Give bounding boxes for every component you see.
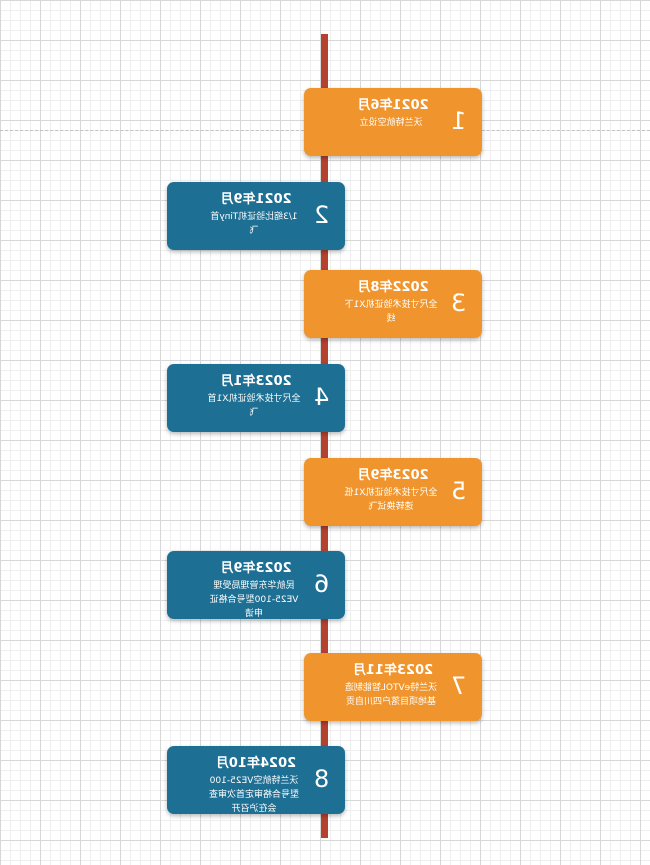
timeline-card-4: 2023年1月 全尺寸技术验证机X1首飞 4 — [167, 364, 345, 432]
timeline-bar — [321, 34, 328, 838]
card-description: 民航华东管理局受理VE25-100型号合格证申请 — [209, 581, 299, 619]
timeline-card-5: 2023年9月 全尺寸技术验证机X1低速转换试飞 5 — [304, 458, 482, 526]
card-description: 全尺寸技术验证机X1低速转换试飞 — [344, 488, 438, 512]
card-description: 全尺寸技术验证机X1首飞 — [207, 394, 301, 418]
card-description: 全尺寸技术验证机X1下线 — [344, 300, 438, 324]
timeline-card-3: 2022年8月 全尺寸技术验证机X1下线 3 — [304, 270, 482, 338]
timeline-card-6: 2023年9月 民航华东管理局受理VE25-100型号合格证申请 6 — [167, 551, 345, 619]
card-number: 8 — [313, 765, 329, 793]
card-description: 沃兰特航空VE25-100型号合格审定首次审查会在沪召开 — [209, 776, 300, 814]
card-description: 沃兰特航空设立 — [359, 118, 423, 128]
card-number: 6 — [313, 570, 329, 598]
card-number: 3 — [450, 289, 466, 317]
card-number: 5 — [450, 477, 466, 505]
timeline-card-8: 2024年10月 沃兰特航空VE25-100型号合格审定首次审查会在沪召开 8 — [167, 746, 345, 814]
timeline-card-2: 2021年9月 1/3缩比验证机Tiny首飞 2 — [167, 182, 345, 250]
card-number: 7 — [450, 672, 466, 700]
card-description: 1/3缩比验证机Tiny首飞 — [210, 212, 298, 236]
timeline-card-7: 2023年11月 沃兰特eVTOL智能制造基地项目落户四川自贡 7 — [304, 653, 482, 721]
card-number: 1 — [450, 107, 466, 135]
card-number: 2 — [313, 201, 329, 229]
card-number: 4 — [313, 383, 329, 411]
card-description: 沃兰特eVTOL智能制造基地项目落户四川自贡 — [344, 683, 438, 707]
timeline-card-1: 2021年6月 沃兰特航空设立 1 — [304, 88, 482, 156]
